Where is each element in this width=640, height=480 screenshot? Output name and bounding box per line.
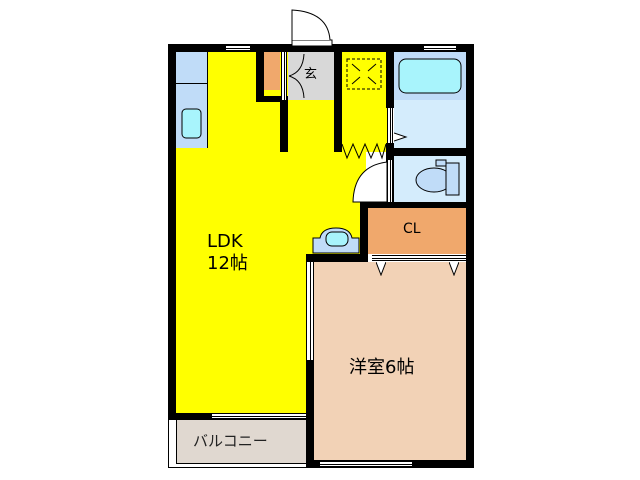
closet-door-left-icon (376, 262, 386, 276)
closet-left-wall (360, 202, 368, 262)
room-balcony (176, 420, 306, 464)
shoe-box-wall-left (256, 44, 264, 102)
bath-door-triangle-icon (394, 132, 408, 142)
refrigerator-zigzag-icon (342, 142, 386, 160)
toilet-bottom-wall (360, 202, 474, 208)
ldk-label-line1: LDK (207, 231, 243, 252)
shoe-box (264, 52, 280, 90)
outer-wall-left (168, 44, 176, 420)
balcony-label: バルコニー (193, 432, 268, 450)
outer-wall-right (466, 44, 474, 468)
entrance-step (281, 52, 287, 100)
room-closet (368, 208, 466, 254)
entrance-wall-left (280, 96, 288, 152)
bath-sliding-door (387, 108, 393, 143)
ldk-label: LDK 12帖 (207, 231, 248, 275)
entrance-inner-door-icon (288, 53, 305, 99)
western-room-label: 洋室6帖 (349, 357, 415, 378)
ldk-label-line2: 12帖 (207, 253, 248, 274)
toilet-icon (415, 159, 460, 196)
kitchen-sink-icon (181, 108, 202, 139)
closet-door-right-icon (449, 262, 459, 276)
closet-label: CL (403, 221, 421, 237)
bath-wall-left (386, 44, 394, 108)
window-balcony-sliding (212, 413, 306, 419)
window-bath (424, 45, 456, 51)
sliding-door-ldk-western (306, 262, 314, 360)
window-kitchen (226, 45, 250, 51)
washbasin-icon (312, 227, 360, 254)
outer-wall-top (168, 44, 474, 52)
bath-toilet-divider (386, 148, 474, 156)
entrance-label: 玄 (304, 67, 318, 82)
washing-machine-icon (346, 58, 382, 90)
western-left-wall (306, 360, 314, 468)
toilet-door-swing-icon (352, 161, 388, 203)
entrance-wall-right (334, 44, 342, 152)
entrance-door-icon (291, 9, 333, 46)
kitchen-counter-divider (176, 83, 208, 84)
balcony-railing (168, 420, 306, 468)
closet-bottom-wall (306, 254, 368, 262)
closet-sliding-doors (372, 255, 466, 261)
bathtub-icon (398, 58, 462, 94)
room-western (314, 262, 466, 460)
window-western-bottom (320, 461, 412, 467)
shoe-box-wall-bottom (256, 96, 288, 102)
room-entrance (288, 52, 334, 100)
